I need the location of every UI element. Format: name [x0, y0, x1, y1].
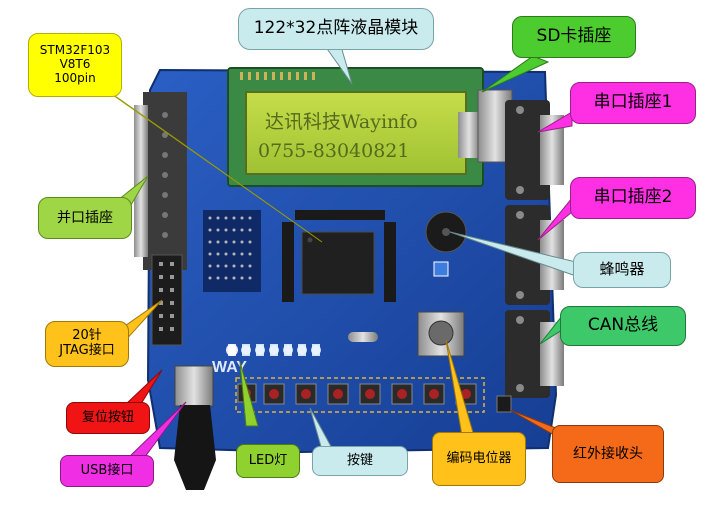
lcd-line2: 0755-83040821: [258, 140, 409, 162]
callout-uart1: 串口插座1: [570, 82, 696, 124]
parallel-connector: [143, 92, 187, 270]
callout-keys: 按键: [312, 446, 408, 476]
callout-uart2: 串口插座2: [570, 177, 696, 219]
lcd-line1: 达讯科技Wayinfo: [265, 111, 418, 133]
usb-connector: [174, 365, 214, 407]
ir-part: [496, 395, 512, 413]
callout-can-bus: CAN总线: [560, 306, 686, 346]
key-row: [237, 383, 477, 405]
callout-reset-button: 复位按钮: [66, 402, 150, 434]
callout-sd-socket: SD卡插座: [512, 16, 636, 58]
callout-mcu: STM32F103 V8T6 100pin: [28, 33, 122, 97]
mcu-chip: [301, 231, 375, 295]
uart1-connector: [505, 100, 550, 200]
callout-buzzer: 蜂鸣器: [573, 252, 671, 288]
board-silkscreen: WAY: [212, 359, 247, 376]
callout-usb-port: USB接口: [60, 455, 154, 487]
lcd-screen: [245, 91, 467, 175]
led-row: [226, 344, 321, 356]
callout-led: LED灯: [236, 444, 300, 478]
callout-jtag: 20针 JTAG接口: [45, 321, 129, 367]
callout-lcd-module: 122*32点阵液晶模块: [238, 8, 434, 50]
callout-ir-receiver: 红外接收头: [552, 425, 664, 483]
usb-cable: [174, 405, 216, 490]
callout-parallel-port: 并口插座: [38, 197, 132, 239]
jtag-header: [151, 254, 183, 346]
callout-encoder-pot: 编码电位器: [432, 432, 526, 486]
can-connector: [505, 310, 550, 398]
